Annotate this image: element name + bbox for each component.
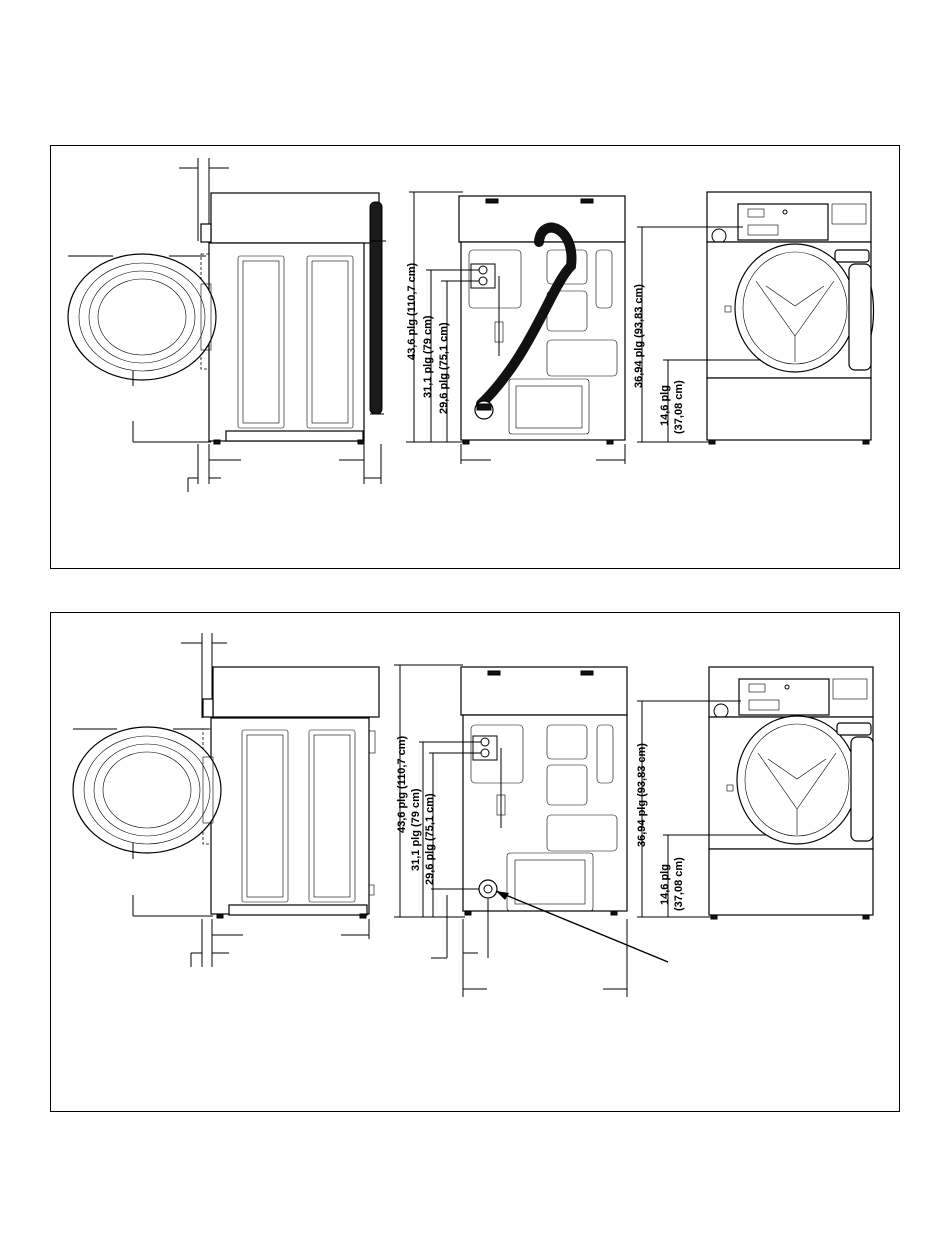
front-control-height-label: 36,94 plg (93,83 cm)	[633, 284, 645, 388]
rear-upper-inlet-height-label: 31,1 plg (79 cm)	[410, 788, 422, 871]
rear-lower-inlet-height-label: 29,6 plg (75,1 cm)	[424, 793, 436, 885]
rear-overall-height-label: 43,6 plg (110,7 cm)	[406, 262, 418, 360]
machine-views-bottom: 43,6 plg (110,7 cm) 31,1 plg (79 cm) 29,…	[51, 613, 899, 1111]
rear-upper-inlet-height-label: 31,1 plg (79 cm)	[422, 315, 434, 398]
rear-overall-height-label: 43,6 plg (110,7 cm)	[396, 735, 408, 833]
rear-view: 43,6 plg (110,7 cm) 31,1 plg (79 cm) 29,…	[394, 665, 668, 997]
dimension-panel-top: 43,6 plg (110,7 cm) 31,1 plg (79 cm) 29,…	[50, 145, 900, 569]
front-view: 36,94 plg (93,83 cm) 14,6 plg (37,08 cm)	[636, 667, 873, 919]
machine-views-top: 43,6 plg (110,7 cm) 31,1 plg (79 cm) 29,…	[51, 146, 899, 568]
rear-lower-inlet-height-label: 29,6 plg (75,1 cm)	[438, 322, 450, 414]
side-view	[73, 633, 379, 967]
front-base-height-line1: 14,6 plg	[659, 385, 671, 426]
front-view: 36,94 plg (93,83 cm) 14,6 plg (37,08 cm)	[633, 192, 874, 444]
front-control-height-label: 36,94 plg (93,83 cm)	[636, 743, 648, 847]
dimension-panel-bottom: 43,6 plg (110,7 cm) 31,1 plg (79 cm) 29,…	[50, 612, 900, 1112]
front-base-height-line1: 14,6 plg	[659, 864, 671, 905]
front-base-height-line2: (37,08 cm)	[673, 857, 685, 911]
rear-view: 43,6 plg (110,7 cm) 31,1 plg (79 cm) 29,…	[406, 192, 625, 464]
front-base-height-line2: (37,08 cm)	[673, 380, 685, 434]
side-view	[68, 158, 386, 492]
